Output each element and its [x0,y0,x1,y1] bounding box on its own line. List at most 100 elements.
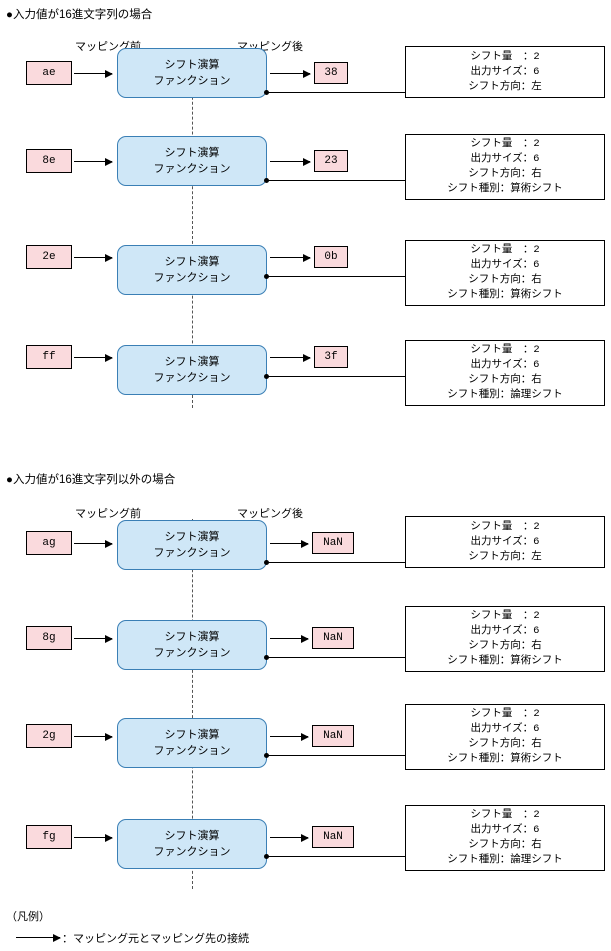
note-line: シフト量 ：2 [470,520,540,533]
function-label-line2: ファンクション [153,372,231,384]
connector-dot [264,374,269,379]
function-box: シフト演算 ファンクション [117,718,267,768]
arrow-func-to-output [270,353,311,362]
note-connector-line [267,376,405,377]
input-value-box: ag [26,531,72,555]
connector-dot [264,178,269,183]
arrow-input-to-func [74,539,113,548]
function-label-line2: ファンクション [153,163,231,175]
function-label-line2: ファンクション [153,745,231,757]
arrow-input-to-func [74,69,113,78]
output-value-box: NaN [312,627,354,649]
function-label-line2: ファンクション [153,272,231,284]
arrow-func-to-output [270,539,309,548]
legend-title: （凡例） [6,911,50,923]
connector-dot [264,753,269,758]
output-value-box: 38 [314,62,348,84]
note-box: シフト量 ：2 出力サイズ：6 シフト方向：左 [405,516,605,568]
note-line: シフト種別：論理シフト [447,854,563,866]
arrow-input-to-func [74,732,113,741]
note-line: 出力サイズ：6 [470,359,540,371]
input-value-box: 8g [26,626,72,650]
note-line: シフト方向：右 [468,374,542,386]
function-label-line2: ファンクション [153,846,231,858]
section-divider-1 [192,52,193,408]
function-label-line1: シフト演算 [164,59,220,71]
arrow-func-to-output [270,833,309,842]
note-line: 出力サイズ：6 [470,65,540,78]
arrow-input-to-func [74,253,113,262]
note-connector-line [267,92,405,93]
note-line: シフト方向：右 [468,274,542,286]
connector-dot [264,90,269,95]
note-line: シフト方向：右 [468,168,542,180]
column-label-after-2: マッピング後 [237,508,303,520]
output-value-box: NaN [312,826,354,848]
note-line: シフト種別：算術シフト [447,289,563,301]
note-line: シフト種別：算術シフト [447,753,563,765]
connector-dot [264,560,269,565]
function-label-line1: シフト演算 [164,531,220,543]
note-line: 出力サイズ：6 [470,824,540,836]
note-connector-line [267,657,405,658]
output-value-box: 23 [314,150,348,172]
note-line: シフト種別：算術シフト [447,655,563,667]
note-line: シフト方向：右 [468,640,542,652]
note-line: シフト量 ：2 [470,50,540,63]
input-value-box: ae [26,61,72,85]
output-value-box: 0b [314,246,348,268]
note-connector-line [267,755,405,756]
note-connector-line [267,180,405,181]
section-title-1: ●入力値が16進文字列の場合 [6,9,153,21]
note-line: シフト種別：算術シフト [447,183,563,195]
arrow-func-to-output [270,634,309,643]
note-box: シフト量 ：2 出力サイズ：6 シフト方向：右 シフト種別：論理シフト [405,805,605,871]
section-divider-2 [192,519,193,889]
output-value-box: NaN [312,532,354,554]
function-label-line2: ファンクション [153,547,231,559]
function-box: シフト演算 ファンクション [117,520,267,570]
arrow-func-to-output [270,253,311,262]
output-value-box: NaN [312,725,354,747]
note-line: シフト量 ：2 [470,809,540,821]
connector-dot [264,655,269,660]
note-line: 出力サイズ：6 [470,625,540,637]
note-line: シフト量 ：2 [470,344,540,356]
input-value-box: 2g [26,724,72,748]
note-box: シフト量 ：2 出力サイズ：6 シフト方向：右 シフト種別：算術シフト [405,240,605,306]
note-box: シフト量 ：2 出力サイズ：6 シフト方向：右 シフト種別：算術シフト [405,704,605,770]
note-box: シフト量 ：2 出力サイズ：6 シフト方向：右 シフト種別：論理シフト [405,340,605,406]
function-box: シフト演算 ファンクション [117,345,267,395]
note-line: シフト方向：右 [468,839,542,851]
function-label-line1: シフト演算 [164,356,220,368]
legend-description: ：マッピング元とマッピング先の接続 [62,933,249,945]
function-label-line1: シフト演算 [164,256,220,268]
note-box: シフト量 ：2 出力サイズ：6 シフト方向：右 シフト種別：算術シフト [405,134,605,200]
arrow-func-to-output [270,157,311,166]
arrow-input-to-func [74,353,113,362]
legend-arrow-icon [16,933,61,942]
note-box: シフト量 ：2 出力サイズ：6 シフト方向：左 [405,46,605,98]
note-line: 出力サイズ：6 [470,259,540,271]
arrow-input-to-func [74,157,113,166]
input-value-box: ff [26,345,72,369]
note-line: 出力サイズ：6 [470,723,540,735]
input-value-box: fg [26,825,72,849]
note-connector-line [267,856,405,857]
note-line: シフト量 ：2 [470,244,540,256]
column-label-before-2: マッピング前 [75,508,141,520]
note-line: シフト種別：論理シフト [447,389,563,401]
note-line: シフト量 ：2 [470,138,540,150]
note-line: シフト方向：左 [468,550,542,563]
connector-dot [264,854,269,859]
output-value-box: 3f [314,346,348,368]
note-line: 出力サイズ：6 [470,153,540,165]
function-box: シフト演算 ファンクション [117,136,267,186]
note-connector-line [267,562,405,563]
function-label-line1: シフト演算 [164,631,220,643]
function-label-line1: シフト演算 [164,147,220,159]
function-label-line2: ファンクション [153,75,231,87]
function-box: シフト演算 ファンクション [117,819,267,869]
section-title-2: ●入力値が16進文字列以外の場合 [6,474,176,486]
connector-dot [264,274,269,279]
